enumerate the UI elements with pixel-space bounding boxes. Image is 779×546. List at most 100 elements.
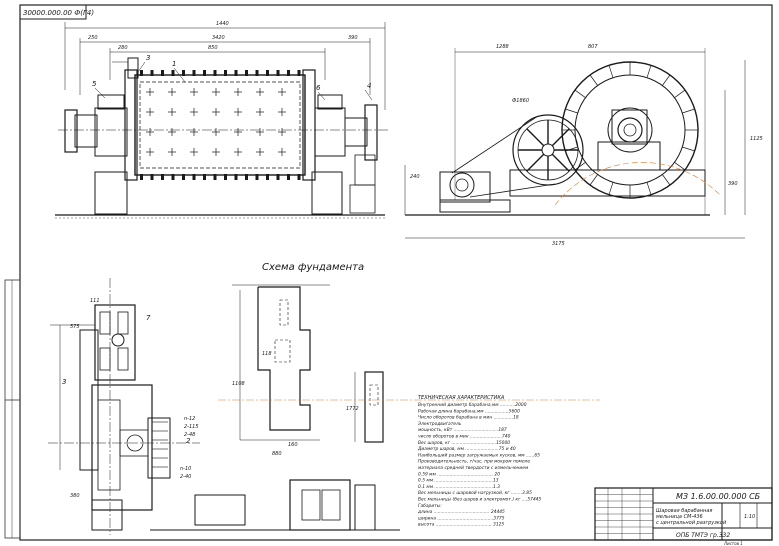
bolt-bottom: [182, 174, 185, 180]
bolt-bottom: [245, 174, 248, 180]
ring-segment: [589, 174, 598, 186]
title-scale: 1:10: [744, 514, 755, 520]
bolt-top: [171, 70, 175, 76]
tech-line: число оборотов в мин ...................…: [418, 434, 511, 440]
dim-overall-length: 1440: [216, 21, 229, 27]
dim-1288: 1288: [496, 44, 509, 50]
dim-240: 240: [410, 174, 420, 180]
dim-1125: 1125: [750, 136, 763, 142]
title-name-line3: с центральной разгрузкой: [656, 520, 727, 526]
tech-line: материала средней твердости с измельчени…: [418, 465, 529, 471]
ring-segment: [574, 162, 586, 171]
swing-arc: [554, 162, 721, 206]
bolt-top: [150, 70, 154, 76]
tech-line: Внутренний диаметр барабана,мм .........…: [418, 402, 527, 408]
tech-line: Габариты:: [418, 503, 442, 509]
tech-line: высота .................................…: [418, 522, 504, 528]
bolt-top: [140, 70, 143, 76]
tech-line: Рабочая длина барабана,мм ..............…: [418, 408, 520, 414]
tech-line: Вес шаров, кг ..........................…: [418, 440, 510, 446]
bolt-top: [161, 70, 164, 76]
ring-segment: [662, 174, 671, 186]
dim-n12: n-12: [184, 416, 195, 422]
bolt-bottom: [266, 174, 269, 180]
wheel-spokes: [518, 120, 578, 180]
bolt-bottom: [287, 174, 290, 180]
tech-line: ширина .................................…: [418, 515, 505, 521]
tech-line: длина ..................................…: [417, 509, 505, 515]
title-org: ОПБ ТМТЭ гр.332: [676, 532, 730, 539]
ring-segment: [682, 108, 695, 114]
tech-line: Наибольший размер загружаемых кусков, мм…: [418, 452, 540, 458]
dim-575: 575: [70, 324, 80, 330]
ring-segment: [589, 74, 598, 86]
ring-segment: [646, 65, 652, 78]
dim-880: 880: [272, 451, 282, 457]
lower-section-view: [150, 479, 400, 531]
ring-segment: [662, 74, 671, 86]
ring-segments: [562, 62, 698, 198]
callout-2: 2: [186, 437, 191, 445]
drum-bolt-rows: [140, 70, 301, 180]
wheel-spoke: [551, 153, 570, 172]
wheel-spoke: [551, 128, 570, 147]
dim-3420: 3420: [212, 35, 225, 41]
doc-code-stamp: 30000.000.00 Ф(Г4): [23, 9, 94, 17]
drum-liner-pattern: [146, 88, 286, 156]
dim-280: 280: [118, 45, 128, 51]
bolt-top: [182, 70, 185, 76]
tech-line: Электродвигатель: [417, 421, 462, 427]
dim-850: 850: [208, 45, 218, 51]
dim-390: 390: [348, 35, 358, 41]
sheet-frame: [19, 4, 773, 541]
bolt-top: [297, 70, 301, 76]
ring-segment: [608, 65, 614, 78]
bolt-bottom: [234, 174, 238, 180]
bolt-bottom: [140, 174, 143, 180]
dim-250: 250: [88, 35, 98, 41]
title-name-line2: мельница СМ-436: [656, 514, 703, 520]
callouts-main: [94, 61, 373, 101]
tech-line: 0.1 мм .................................…: [418, 484, 500, 490]
tech-characteristics-list: Внутренний диаметр барабана,мм .........…: [417, 402, 542, 528]
wheel-spoke: [526, 128, 545, 147]
bolt-top: [255, 70, 259, 76]
dim-2-48: 2-48: [184, 432, 195, 438]
dim-1108: 1108: [232, 381, 245, 387]
bolt-bottom: [203, 174, 206, 180]
bolt-bottom: [297, 174, 301, 180]
side-stamp-column: [4, 279, 21, 539]
callout-1: 1: [172, 60, 176, 68]
mill-elevation-view: [55, 22, 388, 219]
ring-segment: [646, 182, 652, 195]
foundation-plan-view: [232, 284, 384, 443]
tech-line: мощность, кВт ..........................…: [418, 427, 507, 433]
dim-118: 118: [262, 351, 272, 357]
callout-5: 5: [92, 80, 97, 88]
dim-160: 160: [288, 442, 298, 448]
wheel-spoke: [526, 153, 545, 172]
bolt-bottom: [150, 174, 154, 180]
bolt-top: [192, 70, 196, 76]
callout-6: 6: [316, 84, 321, 92]
ring-segment: [674, 162, 686, 171]
tech-line: Число оборотов барабана в мин ..........…: [418, 415, 519, 421]
tech-line: Производительность, т/час, при мокром по…: [418, 459, 530, 465]
bolt-bottom: [224, 174, 227, 180]
bolt-top: [287, 70, 290, 76]
title-doc-number: МЗ 1.6.00.00.000 СБ: [676, 492, 761, 501]
dim-1772: 1772: [346, 406, 359, 412]
ring-segment: [674, 89, 686, 98]
foundation-schema-title: Схема фундамента: [262, 262, 364, 273]
dim-n10: n-10: [180, 466, 191, 472]
dim-380: 380: [70, 493, 80, 499]
plan-view: [48, 278, 200, 535]
callout-3-plan: 3: [62, 378, 66, 386]
bolt-top: [234, 70, 238, 76]
bolt-top: [224, 70, 227, 76]
plan-bolt-marks: [152, 421, 168, 468]
bolt-top: [266, 70, 269, 76]
ring-segment: [565, 108, 578, 114]
dim-807: 807: [588, 44, 598, 50]
